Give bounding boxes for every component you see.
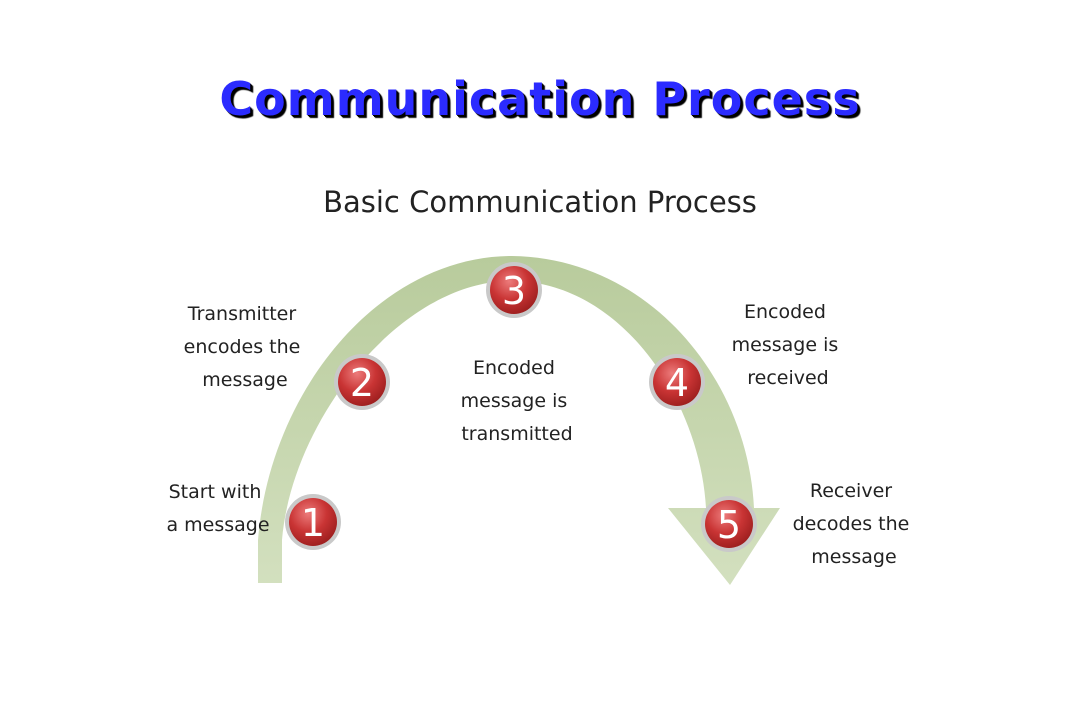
step-4-badge: 4	[649, 354, 705, 410]
step-3-number: 3	[502, 269, 526, 313]
step-2-badge: 2	[334, 354, 390, 410]
diagram-title: Basic Communication Process	[323, 185, 757, 219]
step-3-badge: 3	[486, 262, 542, 318]
step-1-number: 1	[301, 501, 325, 545]
step-5-label: Receiver decodes the message	[793, 480, 916, 568]
step-4: 4 Encoded message is received	[649, 301, 845, 410]
step-2-number: 2	[350, 361, 374, 405]
step-2-label: Transmitter encodes the message	[184, 303, 307, 391]
step-5-number: 5	[717, 503, 741, 547]
step-3-label: Encoded message is transmitted	[461, 357, 574, 445]
process-arch-arrow	[258, 256, 780, 585]
step-4-number: 4	[665, 361, 689, 405]
step-1-label: Start with a message	[166, 481, 269, 536]
step-5-badge: 5	[701, 496, 757, 552]
step-1: 1 Start with a message	[166, 481, 341, 550]
slide-title: Communication Process	[219, 72, 861, 126]
step-2: 2 Transmitter encodes the message	[184, 303, 390, 410]
step-3: 3 Encoded message is transmitted	[461, 262, 574, 445]
step-1-badge: 1	[285, 494, 341, 550]
step-5: 5 Receiver decodes the message	[701, 480, 916, 568]
step-4-label: Encoded message is received	[732, 301, 845, 389]
